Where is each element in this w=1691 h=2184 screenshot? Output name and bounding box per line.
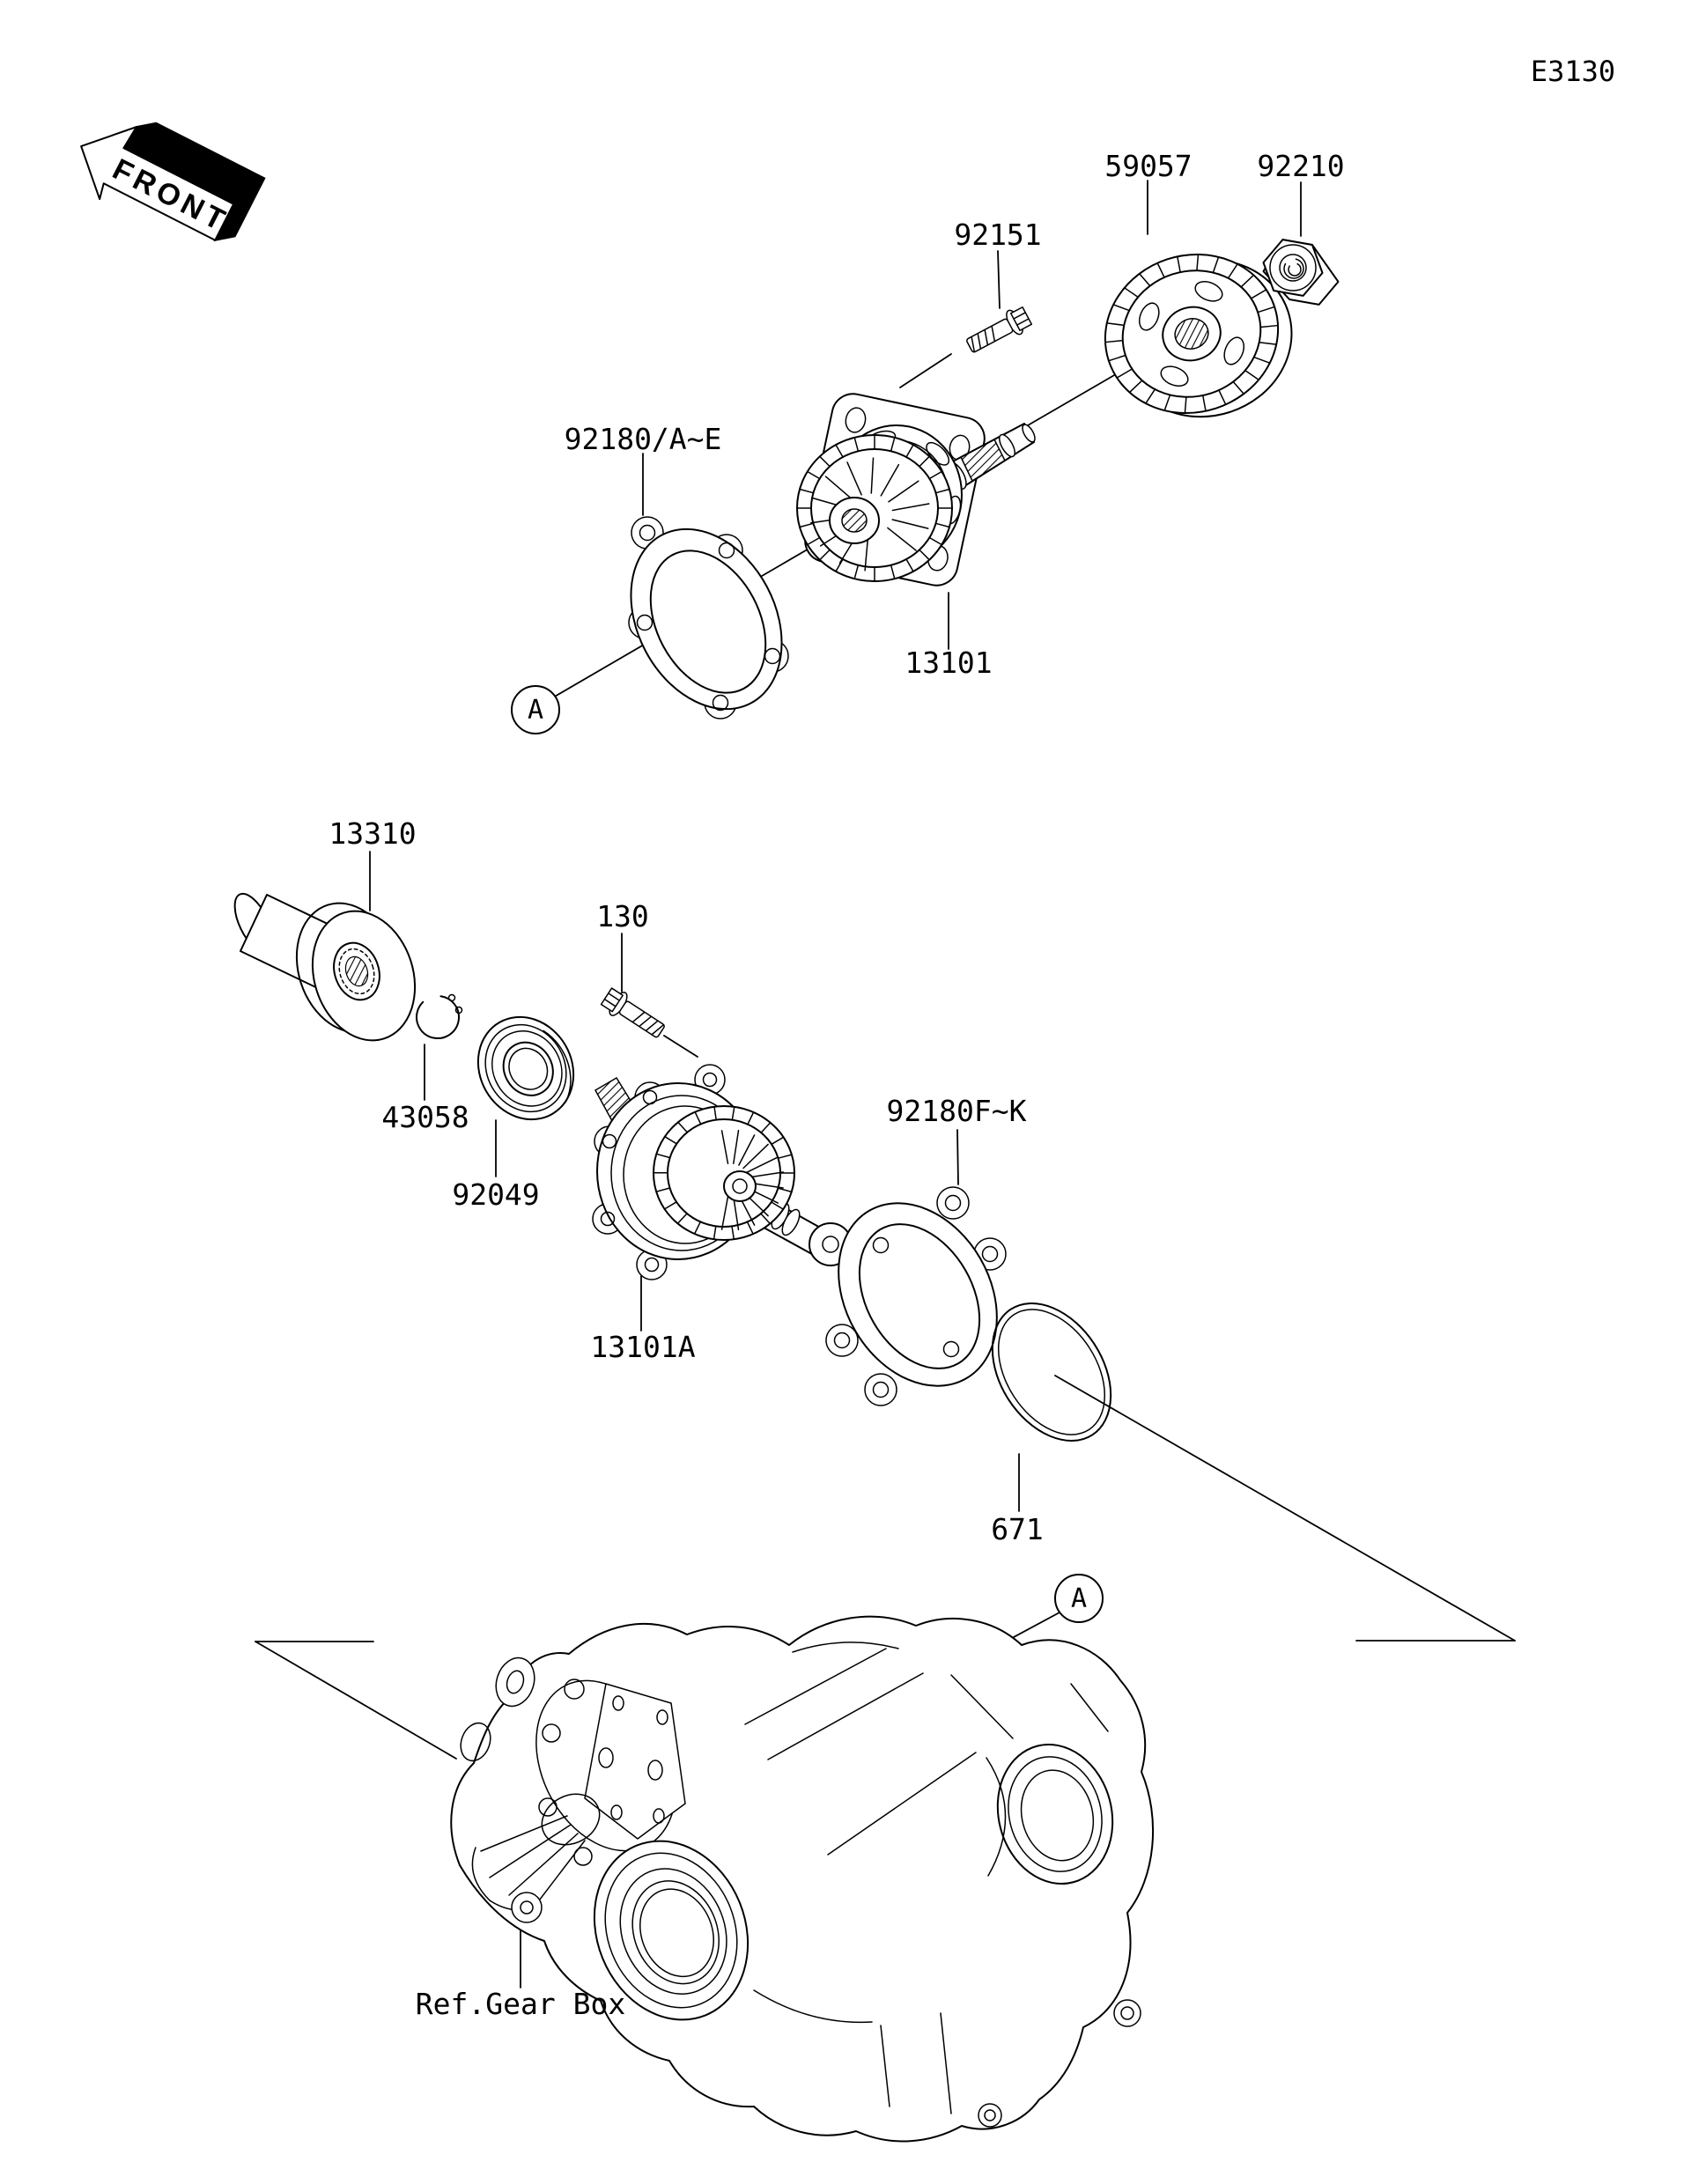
middle-leader-lines <box>255 851 1516 1988</box>
nut-drawing <box>1262 239 1340 306</box>
splined-bore <box>1174 318 1209 350</box>
gear-case-assy-lower-drawing <box>592 1064 853 1280</box>
circlip-drawing <box>416 993 463 1039</box>
section-marker-a-bottom: A <box>1054 1574 1104 1623</box>
label-coupling: 13310 <box>329 816 416 851</box>
label-driven-gear: 59057 <box>1104 149 1192 183</box>
label-oil-seal: 92049 <box>452 1177 539 1212</box>
gear-teeth <box>1104 254 1279 414</box>
gear-box-drawing <box>450 1615 1155 2143</box>
bolt-lower-drawing <box>600 987 665 1038</box>
label-bolt-upper: 92151 <box>954 218 1041 252</box>
part-number-labels: 59057 92210 92151 92180/A~E 13101 13310 … <box>329 149 1344 2021</box>
oil-seal-drawing <box>474 1015 575 1126</box>
splined-shaft-section <box>960 438 1006 483</box>
gasket-upper-drawing <box>628 516 789 719</box>
driven-gear-drawing <box>1104 253 1293 418</box>
page-code: E3130 <box>1531 55 1615 88</box>
gear-case-assy-upper-drawing <box>796 393 1036 587</box>
label-gear-case-assy-b: 13101A <box>590 1330 695 1364</box>
coupling-drawing <box>233 892 417 1042</box>
section-marker-letter: A <box>528 695 543 726</box>
front-direction-arrow-icon: FRONT <box>80 122 266 242</box>
bevel-gear-cone-lines <box>720 1129 784 1231</box>
splined-bore <box>344 956 369 987</box>
label-o-ring: 671 <box>991 1512 1044 1546</box>
section-marker-a-top: A <box>511 685 560 734</box>
label-circlip: 43058 <box>381 1100 469 1134</box>
bevel-gear-teeth <box>796 434 953 582</box>
label-gasket-upper: 92180/A~E <box>565 422 722 456</box>
bolt-upper-drawing <box>966 306 1033 353</box>
splined-bore <box>841 508 868 533</box>
bevel-gear-teeth <box>653 1105 795 1240</box>
label-gear-box-ref: Ref.Gear Box <box>416 1987 625 2021</box>
label-gear-case-assy: 13101 <box>905 646 992 680</box>
label-nut: 92210 <box>1257 149 1344 183</box>
lightening-holes <box>1138 280 1245 387</box>
gasket-lower-drawing <box>825 1186 1007 1406</box>
section-marker-letter: A <box>1071 1583 1087 1614</box>
bolt-hole <box>639 524 656 542</box>
o-ring-drawing <box>991 1302 1112 1442</box>
label-bolt-lower: 130 <box>596 899 649 933</box>
label-gasket-lower: 92180F~K <box>887 1094 1027 1128</box>
